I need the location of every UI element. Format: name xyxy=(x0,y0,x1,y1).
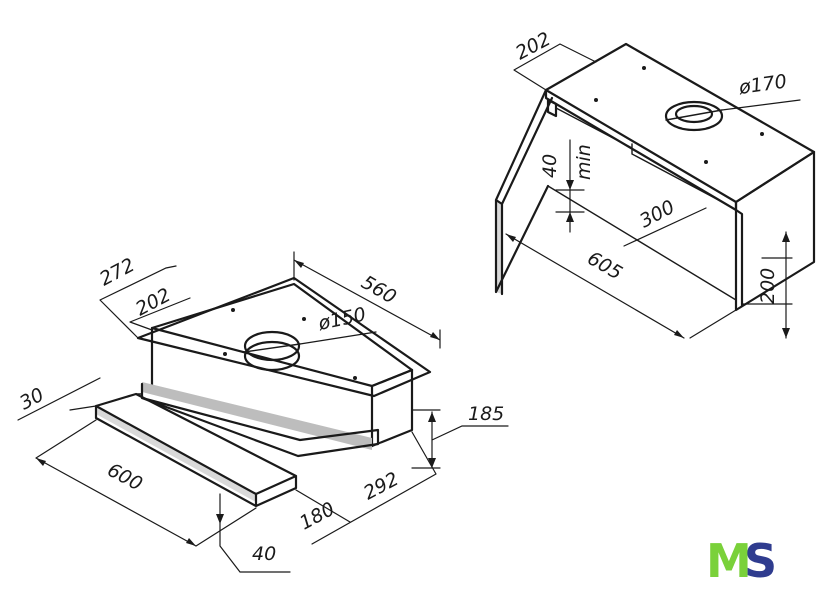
screw-4 xyxy=(353,376,357,380)
cab-screw-3 xyxy=(760,132,764,136)
dim-560-arrow-2 xyxy=(430,332,440,340)
cabinet-door xyxy=(494,88,554,296)
dim-272-line xyxy=(99,265,177,339)
dim-185-arrow-2 xyxy=(428,458,436,468)
label-min: min xyxy=(573,144,595,180)
label-170: ø170 xyxy=(737,71,788,100)
label-185: 185 xyxy=(468,403,504,425)
dim-200-line xyxy=(741,231,793,339)
hood-shadow xyxy=(142,382,372,450)
hood-drawing: 560 272 202 30 600 40 180 292 185 ø150 xyxy=(16,251,509,573)
label-150: ø150 xyxy=(315,303,367,335)
cab-screw-2 xyxy=(594,98,598,102)
dim-605-arrow-1 xyxy=(506,234,516,242)
dim-605-line xyxy=(505,233,737,339)
dim-300-line xyxy=(623,207,707,247)
hood-body-side xyxy=(370,368,414,448)
dim-560-line xyxy=(293,251,441,349)
dim-600-line xyxy=(35,419,257,547)
label-180: 180 xyxy=(296,498,338,534)
label-202a: 202 xyxy=(132,284,174,320)
screw-2 xyxy=(302,317,306,321)
dim-605-arrow-2 xyxy=(674,330,684,338)
dim-180-line xyxy=(295,489,351,523)
dim-150-leader xyxy=(299,331,377,345)
cabinet-bottom-edge xyxy=(547,185,737,301)
dim-185-arrow-1 xyxy=(428,412,436,422)
front-panel xyxy=(94,392,298,508)
logo-letter-m: M xyxy=(708,534,752,583)
outlet-170 xyxy=(664,100,724,132)
dim-600-arrow-1 xyxy=(36,458,46,466)
logo-letter-s: S xyxy=(744,534,777,583)
outlet-150 xyxy=(243,330,301,362)
door-edge-fill xyxy=(496,200,502,294)
hood-body-top xyxy=(150,282,414,388)
dim-200-arrow-2 xyxy=(782,328,790,338)
outlet-150-collar xyxy=(243,340,301,372)
dim-600-arrow-2 xyxy=(186,538,196,546)
label-40-clearance: 40 xyxy=(539,154,561,178)
dim-202b-line xyxy=(513,43,597,91)
hood-top-rim xyxy=(136,276,432,398)
dim-170-leader xyxy=(721,99,801,111)
dim-40-arrow xyxy=(216,514,224,524)
screw-3 xyxy=(223,352,227,356)
dim-40min-arrow-1 xyxy=(566,180,574,190)
label-292: 292 xyxy=(360,468,402,504)
label-200: 200 xyxy=(757,268,779,304)
dim-30-line xyxy=(17,377,101,421)
cabinet-side-inner xyxy=(734,208,744,308)
outlet-170-inner xyxy=(674,104,714,124)
outlet-150-diam-arrow xyxy=(243,343,301,353)
label-40-bottom: 40 xyxy=(252,543,276,565)
dim-185-line xyxy=(411,409,509,469)
outlet-170-diam-arrow xyxy=(665,109,723,121)
label-605: 605 xyxy=(584,247,626,284)
label-30: 30 xyxy=(16,384,48,415)
label-600: 600 xyxy=(104,459,146,495)
cab-screw-4 xyxy=(704,160,708,164)
dim-40min-arrow-2 xyxy=(566,212,574,222)
front-panel-face xyxy=(96,406,256,502)
cabinet-inner-back xyxy=(555,107,727,205)
dim-202a-line xyxy=(129,297,191,331)
cabinet-drawing: 202 ø170 40 min 300 605 200 xyxy=(494,28,816,339)
cabinet-side xyxy=(734,150,816,312)
label-300: 300 xyxy=(636,196,678,232)
dim-560-arrow-1 xyxy=(294,260,304,268)
ms-logo: M S xyxy=(708,534,777,583)
door-hinge xyxy=(546,98,558,118)
cab-screw-1 xyxy=(642,66,646,70)
label-560: 560 xyxy=(358,271,400,308)
screw-1 xyxy=(231,308,235,312)
dim-200-arrow-1 xyxy=(782,232,790,242)
